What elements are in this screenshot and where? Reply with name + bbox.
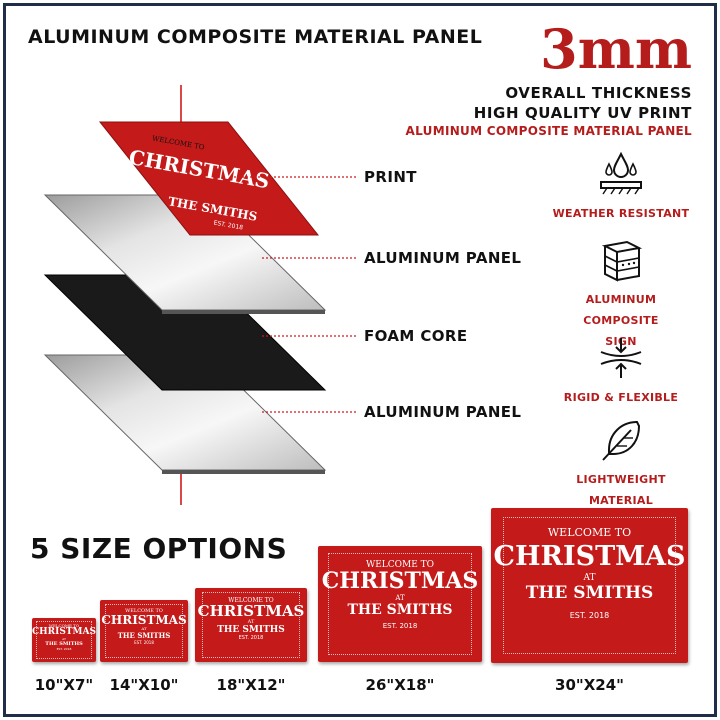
- layer-label-aluminum-bottom: ALUMINUM PANEL: [364, 403, 522, 421]
- feature-lightweight: LIGHTWEIGHT MATERIAL: [546, 416, 696, 512]
- size-sign-30x24: WELCOME TO CHRISTMAS AT THE SMITHS EST. …: [491, 508, 688, 663]
- material-label: ALUMINUM COMPOSITE MATERIAL PANEL: [405, 124, 692, 138]
- sign-at-text: AT: [395, 594, 405, 602]
- feature-weather-resistant: WEATHER RESISTANT: [546, 150, 696, 225]
- sign-est-text: EST. 2018: [238, 635, 264, 641]
- layer-label-foam-core: FOAM CORE: [364, 327, 468, 345]
- size-label-18x12: 18"X12": [216, 676, 286, 694]
- sign-headline-text: CHRISTMAS: [101, 613, 187, 627]
- sign-welcome-text: WELCOME TO: [125, 608, 163, 614]
- sign-name-text: THE SMITHS: [347, 602, 453, 618]
- sign-at-text: AT: [141, 626, 147, 631]
- sign-headline-text: CHRISTMAS: [197, 602, 305, 620]
- compression-icon: [600, 338, 642, 378]
- print-label: HIGH QUALITY UV PRINT: [473, 104, 692, 122]
- feature-label: LIGHTWEIGHT: [576, 473, 666, 486]
- feature-rigid-flexible: RIGID & FLEXIBLE: [546, 334, 696, 409]
- sign-est-text: EST. 2018: [569, 611, 610, 620]
- size-sign-26x18: WELCOME TO CHRISTMAS AT THE SMITHS EST. …: [318, 546, 482, 662]
- size-label-10x7: 10"X7": [34, 676, 94, 694]
- sign-name-text: THE SMITHS: [45, 641, 83, 647]
- sign-est-text: EST. 2018: [134, 640, 154, 645]
- sign-at-text: AT: [61, 637, 66, 641]
- sign-est-text: EST. 2018: [56, 647, 72, 651]
- feather-icon: [602, 420, 641, 461]
- feature-label-line2: MATERIAL: [588, 493, 654, 507]
- feature-label: WEATHER RESISTANT: [552, 207, 690, 220]
- size-sign-18x12: WELCOME TO CHRISTMAS AT THE SMITHS EST. …: [195, 588, 307, 662]
- sign-name-text: THE SMITHS: [525, 583, 654, 603]
- sign-welcome-text: WELCOME TO: [547, 526, 632, 539]
- sign-name-text: THE SMITHS: [217, 625, 285, 635]
- size-sign-10x7: WELCOME TO CHRISTMAS AT THE SMITHS EST. …: [32, 618, 96, 662]
- thickness-label: OVERALL THICKNESS: [505, 84, 692, 102]
- size-sign-14x10: WELCOME TO CHRISTMAS AT THE SMITHS EST. …: [100, 600, 188, 662]
- layer-label-print: PRINT: [364, 168, 417, 186]
- sign-name-text: THE SMITHS: [117, 631, 171, 640]
- size-label-26x18: 26"X18": [365, 676, 435, 694]
- sign-est-text: EST. 2018: [382, 622, 418, 630]
- size-label-30x24: 30"X24": [555, 676, 624, 694]
- sign-welcome-text: WELCOME TO: [48, 623, 80, 628]
- sign-at-text: AT: [583, 573, 596, 583]
- size-label-14x10: 14"X10": [109, 676, 179, 694]
- water-resistant-icon: [600, 151, 642, 195]
- sign-at-text: AT: [247, 619, 255, 625]
- feature-label: RIGID & FLEXIBLE: [563, 391, 679, 404]
- feature-aluminum-composite: ALUMINUM COMPOSITE SIGN: [546, 236, 696, 353]
- thickness-value: 3mm: [540, 17, 692, 81]
- size-options-heading: 5 SIZE OPTIONS: [30, 532, 288, 565]
- sign-headline-text: CHRISTMAS: [321, 568, 479, 594]
- sign-welcome-text: WELCOME TO: [228, 597, 274, 604]
- feature-label: ALUMINUM COMPOSITE: [583, 293, 659, 327]
- sign-headline-text: CHRISTMAS: [493, 541, 686, 572]
- layered-panel-icon: [601, 240, 643, 282]
- print-layer-shape: [98, 121, 320, 236]
- layer-label-aluminum-top: ALUMINUM PANEL: [364, 249, 522, 267]
- sign-welcome-text: WELCOME TO: [365, 560, 435, 570]
- page-title: ALUMINUM COMPOSITE MATERIAL PANEL: [28, 26, 483, 48]
- sign-headline-text: CHRISTMAS: [32, 627, 96, 637]
